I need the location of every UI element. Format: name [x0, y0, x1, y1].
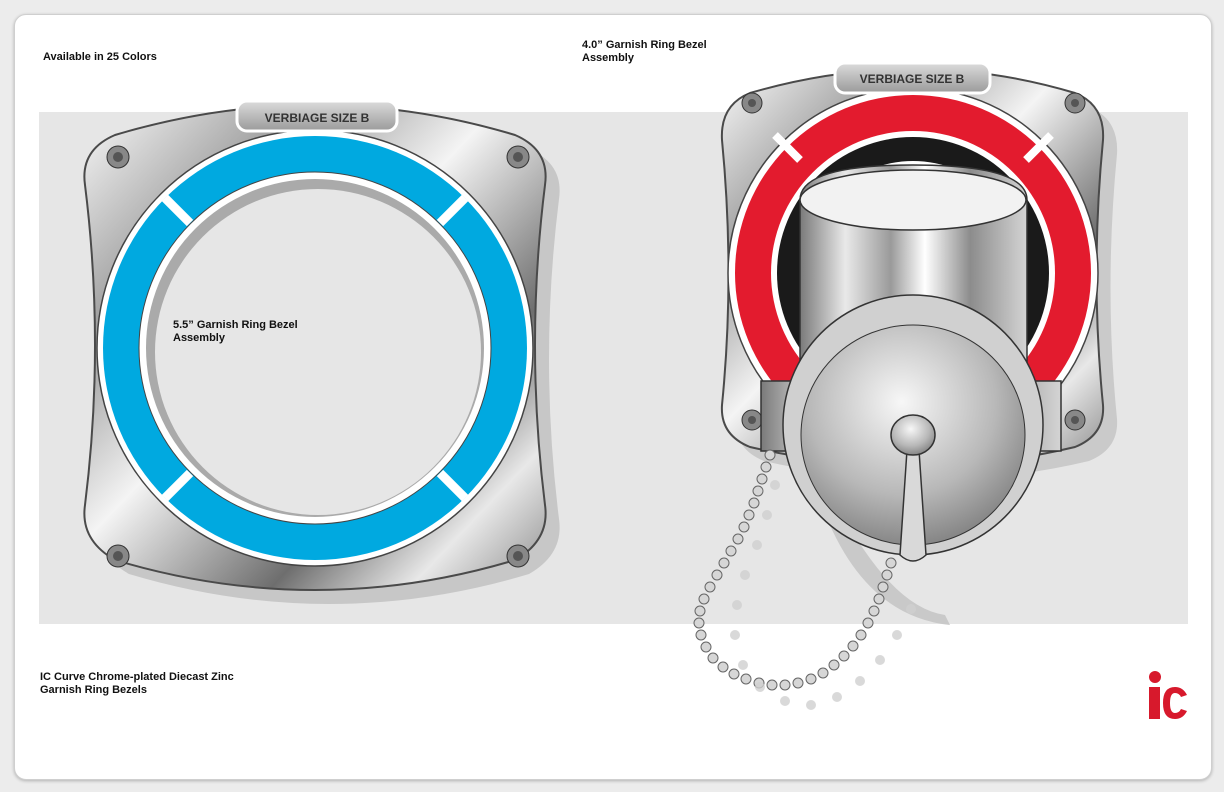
verbiage-text-right: VERBIAGE SIZE B — [860, 72, 965, 86]
bezel-40-label-line2: Assembly — [582, 52, 634, 64]
verbiage-plate — [235, 99, 399, 133]
bezel-illustration: VERBIAGE SIZE B VERBIAGE SIZE B — [83, 61, 1118, 710]
bezel-55-label-line2: Assembly — [173, 332, 225, 344]
product-title-line1: IC Curve Chrome-plated Diecast Zinc — [40, 671, 234, 683]
product-title: IC Curve Chrome-plated Diecast Zinc Garn… — [40, 671, 234, 697]
bezel-55-assembly: VERBIAGE SIZE B — [83, 99, 560, 604]
product-title-line2: Garnish Ring Bezels — [40, 684, 147, 696]
bezel-55-label-line1: 5.5” Garnish Ring Bezel — [173, 319, 298, 331]
verbiage-text-left: VERBIAGE SIZE B — [265, 111, 370, 125]
bead-chain — [693, 449, 897, 691]
bezel-40-label: 4.0” Garnish Ring Bezel Assembly — [582, 39, 707, 65]
product-sheet: VERBIAGE SIZE B VERBIAGE SIZE B — [14, 14, 1212, 780]
ic-logo — [1149, 671, 1187, 719]
bezel-40-label-line1: 4.0” Garnish Ring Bezel — [582, 39, 707, 51]
verbiage-plate — [833, 61, 992, 95]
bezel-55-label: 5.5” Garnish Ring Bezel Assembly — [173, 319, 298, 345]
colors-note: Available in 25 Colors — [43, 51, 157, 63]
screw-icon — [106, 145, 530, 568]
bezel-40-assembly: VERBIAGE SIZE B — [693, 61, 1118, 710]
screw-icon — [741, 92, 1086, 431]
pull-knob — [890, 414, 936, 456]
